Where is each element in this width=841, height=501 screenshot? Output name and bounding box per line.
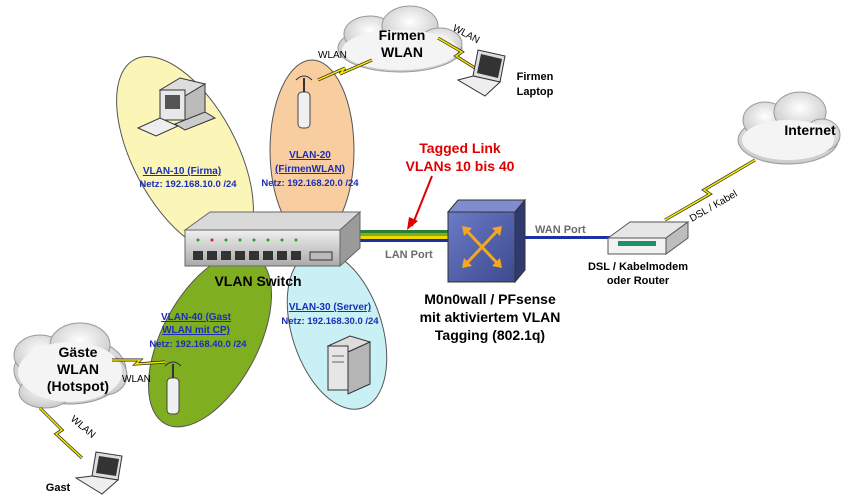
firmen-laptop-icon: [456, 49, 506, 97]
access-point-gaeste-icon: [164, 361, 182, 415]
dsl-kabel-label: DSL / Kabel: [688, 189, 739, 225]
vlan40-net: Netz: 192.168.40.0 /24: [149, 339, 247, 350]
wlan-label-gast: WLAN: [68, 414, 97, 441]
vlan20-name: VLAN-20: [289, 150, 331, 161]
vlan10-net: Netz: 192.168.10.0 /24: [139, 179, 237, 190]
vlan10-name: VLAN-10 (Firma): [143, 166, 221, 177]
wan-port-label: WAN Port: [535, 224, 586, 236]
firewall-label-3: Tagging (802.1q): [435, 327, 545, 343]
firmen-laptop-label-2: Laptop: [517, 86, 554, 98]
gast-label: Gast: [46, 482, 71, 494]
internet-label: Internet: [784, 122, 836, 138]
workstation-pc-icon: [136, 77, 217, 137]
tagged-link-label: Tagged Link: [419, 140, 501, 156]
gast-laptop-icon: [74, 451, 123, 495]
switch-label: VLAN Switch: [214, 273, 301, 289]
lan-port-label: LAN Port: [385, 249, 433, 261]
tagged-link-label-2: VLANs 10 bis 40: [406, 158, 515, 174]
cloud-internet-icon: [737, 91, 841, 165]
firewall-label: M0n0wall / PFsense: [424, 291, 556, 307]
firmen-wlan-label-2: WLAN: [381, 44, 423, 60]
modem-label: DSL / Kabelmodem: [588, 261, 688, 273]
cloud-gaeste-wlan-icon: [13, 322, 128, 409]
vlan40-name: VLAN-40 (Gast: [161, 312, 232, 323]
gaeste-wlan-label-2: WLAN: [57, 361, 99, 377]
vlan40-name-2: WLAN mit CP): [162, 325, 230, 336]
modem-label-2: oder Router: [607, 275, 670, 287]
vlan30-name: VLAN-30 (Server): [289, 302, 371, 313]
wlan-label-gaeste: WLAN: [122, 374, 151, 385]
gaeste-wlan-label: Gäste: [59, 344, 98, 360]
vlan20-net: Netz: 192.168.20.0 /24: [261, 178, 359, 189]
firewall-router-icon: [446, 198, 527, 284]
dsl-modem-icon: [606, 221, 690, 255]
tagged-trunk-cable: [340, 230, 455, 242]
tagged-link-arrow: [411, 175, 433, 227]
wan-cable: [518, 236, 623, 239]
access-point-firmen-icon: [295, 75, 313, 129]
vlan20-name-2: (FirmenWLAN): [275, 164, 345, 175]
firmen-wlan-label: Firmen: [379, 27, 426, 43]
vlan-switch-icon: [183, 210, 362, 268]
wlan-label-firmen: WLAN: [318, 50, 347, 61]
vlan30-net: Netz: 192.168.30.0 /24: [281, 316, 379, 327]
server-icon: [326, 335, 372, 395]
gaeste-wlan-label-3: (Hotspot): [47, 378, 109, 394]
firewall-label-2: mit aktiviertem VLAN: [420, 309, 561, 325]
firmen-laptop-label: Firmen: [517, 71, 554, 83]
